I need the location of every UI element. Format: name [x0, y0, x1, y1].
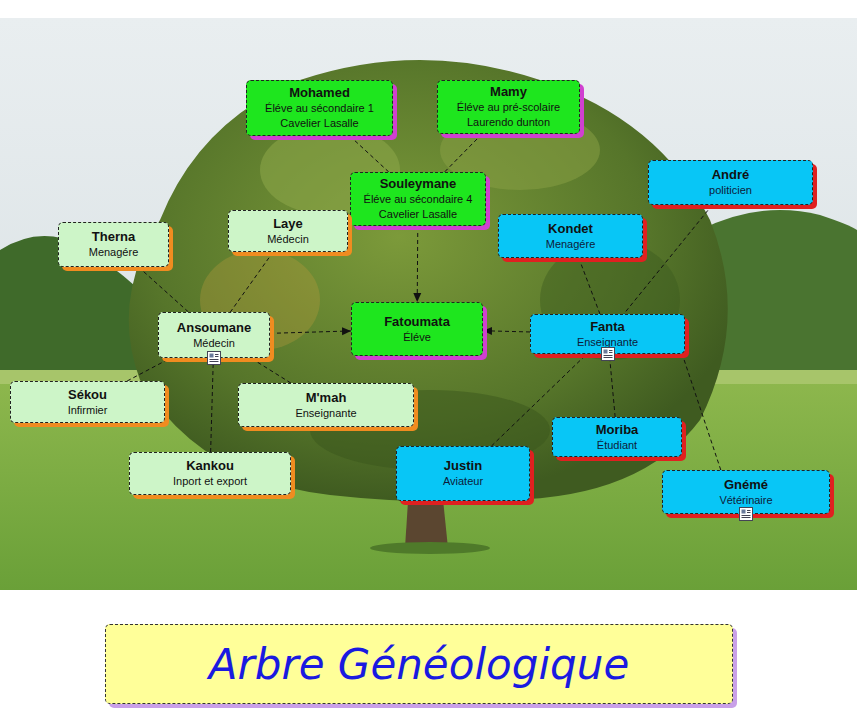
- person-role: Étudiant: [597, 438, 637, 453]
- person-role: politicien: [709, 183, 752, 198]
- person-role: Infirmier: [68, 403, 108, 418]
- family-link: [211, 358, 214, 452]
- person-box: ThernaMenagére: [58, 222, 169, 267]
- family-link: [127, 358, 170, 381]
- person-role: Éléve au sécondaire 4 Cavelier Lasalle: [357, 192, 479, 222]
- family-link: [445, 134, 482, 172]
- person-role: Vétérinaire: [719, 493, 772, 508]
- person-box: MamyÉléve au pré-scolaire Laurendo dunto…: [437, 80, 580, 134]
- person-name: Mohamed: [289, 85, 350, 101]
- family-link: [350, 136, 389, 172]
- person-role: Éléve au pré-scolaire Laurendo dunton: [444, 100, 573, 130]
- family-link: [417, 226, 419, 302]
- note-icon: [601, 347, 615, 361]
- title-box: Arbre Généologique: [105, 624, 733, 704]
- person-role: Enseignante: [295, 406, 356, 421]
- person-name: Laye: [273, 216, 303, 232]
- person-name: M'mah: [306, 390, 347, 406]
- person-box: AnsoumaneMédecin: [158, 312, 270, 358]
- family-link: [609, 354, 615, 417]
- note-icon: [739, 507, 753, 521]
- note-icon: [207, 351, 221, 365]
- family-link: [682, 354, 721, 470]
- person-name: Therna: [92, 229, 135, 245]
- person-box: SékouInfirmier: [10, 381, 165, 423]
- person-box: M'mahEnseignante: [238, 383, 414, 427]
- title-text: Arbre Généologique: [209, 640, 629, 689]
- person-name: Moriba: [596, 422, 639, 438]
- person-role: Médecin: [267, 232, 309, 247]
- person-role: Éléve: [403, 330, 431, 345]
- person-role: Aviateur: [443, 474, 483, 489]
- person-box: LayeMédecin: [228, 210, 348, 252]
- person-name: André: [712, 167, 750, 183]
- family-link: [270, 331, 351, 333]
- person-box: KankouInport et export: [129, 452, 291, 495]
- person-name: Mamy: [490, 84, 527, 100]
- person-box: GnéméVétérinaire: [662, 470, 830, 514]
- person-role: Menagére: [89, 245, 139, 260]
- family-link: [138, 267, 188, 312]
- person-box: KondetMenagére: [498, 214, 643, 258]
- person-name: Sékou: [68, 387, 107, 403]
- person-role: Inport et export: [173, 474, 247, 489]
- person-name: Kankou: [186, 458, 234, 474]
- person-name: Justin: [444, 458, 482, 474]
- person-role: Menagére: [546, 237, 596, 252]
- person-box: FantaEnseignante: [530, 314, 685, 354]
- person-box: FatoumataÉléve: [351, 302, 483, 356]
- family-link: [251, 358, 291, 383]
- person-name: Fatoumata: [384, 314, 450, 330]
- person-name: Gnémé: [724, 477, 768, 493]
- person-name: Souleymane: [380, 176, 457, 192]
- person-box: MohamedÉléve au sécondaire 1 Cavelier La…: [246, 80, 393, 136]
- family-link: [483, 331, 530, 332]
- person-box: MoribaÉtudiant: [552, 417, 682, 457]
- family-link: [230, 252, 273, 312]
- person-name: Ansoumane: [177, 320, 251, 336]
- person-box: Andrépoliticien: [648, 160, 813, 205]
- person-box: JustinAviateur: [396, 446, 530, 501]
- person-role: Éléve au sécondaire 1 Cavelier Lasalle: [253, 101, 386, 131]
- person-box: SouleymaneÉléve au sécondaire 4 Cavelier…: [350, 172, 486, 226]
- person-role: Médecin: [193, 336, 235, 351]
- family-link: [579, 258, 600, 314]
- person-name: Fanta: [590, 319, 625, 335]
- person-name: Kondet: [548, 221, 593, 237]
